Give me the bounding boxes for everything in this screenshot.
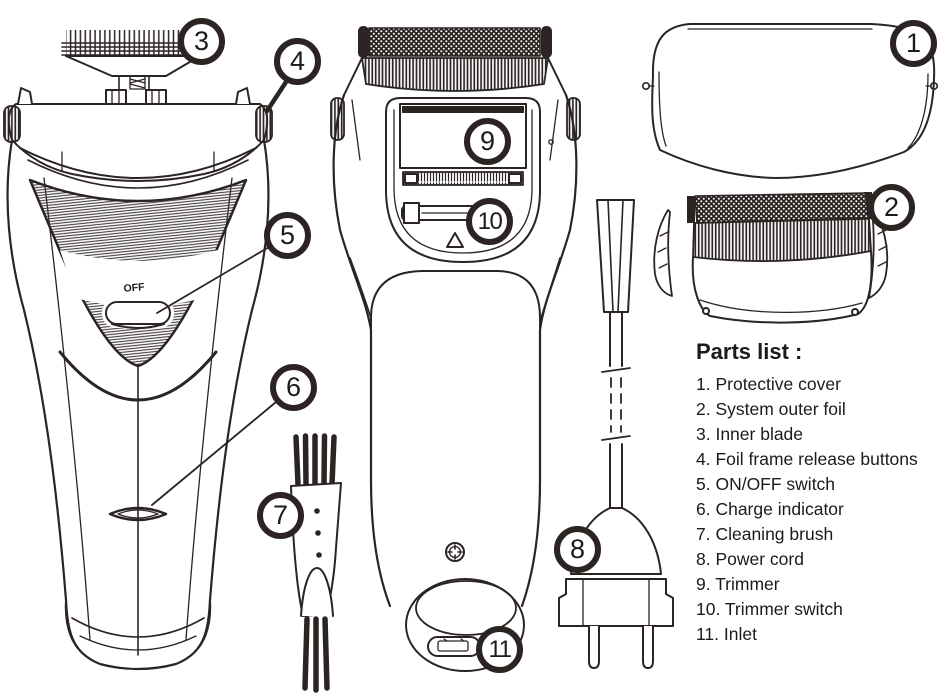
parts-list-item-3: 3. Inner blade [696,424,804,444]
parts-list-item-1: 1. Protective cover [696,374,841,394]
callout-10: 10 [466,198,513,245]
shaver-front-view: OFF [3,87,273,671]
parts-list-item-2: 2. System outer foil [696,399,846,419]
leader-lines [151,79,289,506]
foil-frame [361,57,549,92]
outer-foil-illustration [653,192,889,324]
release-button-left [3,105,21,143]
inlet [427,636,481,657]
callout-6: 6 [270,364,317,411]
callout-7: 7 [257,492,304,539]
parts-list: Parts list : 1. Protective cover 2. Syst… [696,339,936,647]
callout-8: 8 [554,526,601,573]
screw [445,542,465,562]
release-button-right [255,105,273,143]
callout-5: 5 [264,212,311,259]
blade-foot-left [105,89,127,105]
shaver-back-view [330,26,581,672]
charge-indicator [108,506,168,522]
callout-1: 1 [890,20,937,67]
parts-list-item-4: 4. Foil frame release buttons [696,449,918,469]
callout-9: 9 [464,118,511,165]
parts-list-item-11: 11. Inlet [696,624,757,644]
off-label: OFF [123,281,146,295]
callout-2: 2 [868,184,915,231]
on-off-switch [105,301,171,325]
parts-list-item-7: 7. Cleaning brush [696,524,834,544]
blade-foot-right [145,89,167,105]
foil-mesh [368,27,541,57]
plug-pin-left [588,625,600,669]
parts-list-item-10: 10. Trimmer switch [696,599,843,619]
callout-3: 3 [178,18,225,65]
parts-list-item-5: 5. ON/OFF switch [696,474,836,494]
parts-list-item-8: 8. Power cord [696,549,804,569]
cleaning-brush-illustration [290,433,342,693]
plug-pin-right [642,625,654,669]
parts-list-title: Parts list : [696,339,803,364]
callout-4: 4 [274,38,321,85]
parts-list-item-9: 9. Trimmer [696,574,780,594]
callout-11: 11 [476,626,523,673]
parts-list-item-6: 6. Charge indicator [696,499,844,519]
power-cord-illustration [558,199,674,669]
protective-cover-illustration [641,23,938,179]
direction-triangle-icon [446,232,464,248]
